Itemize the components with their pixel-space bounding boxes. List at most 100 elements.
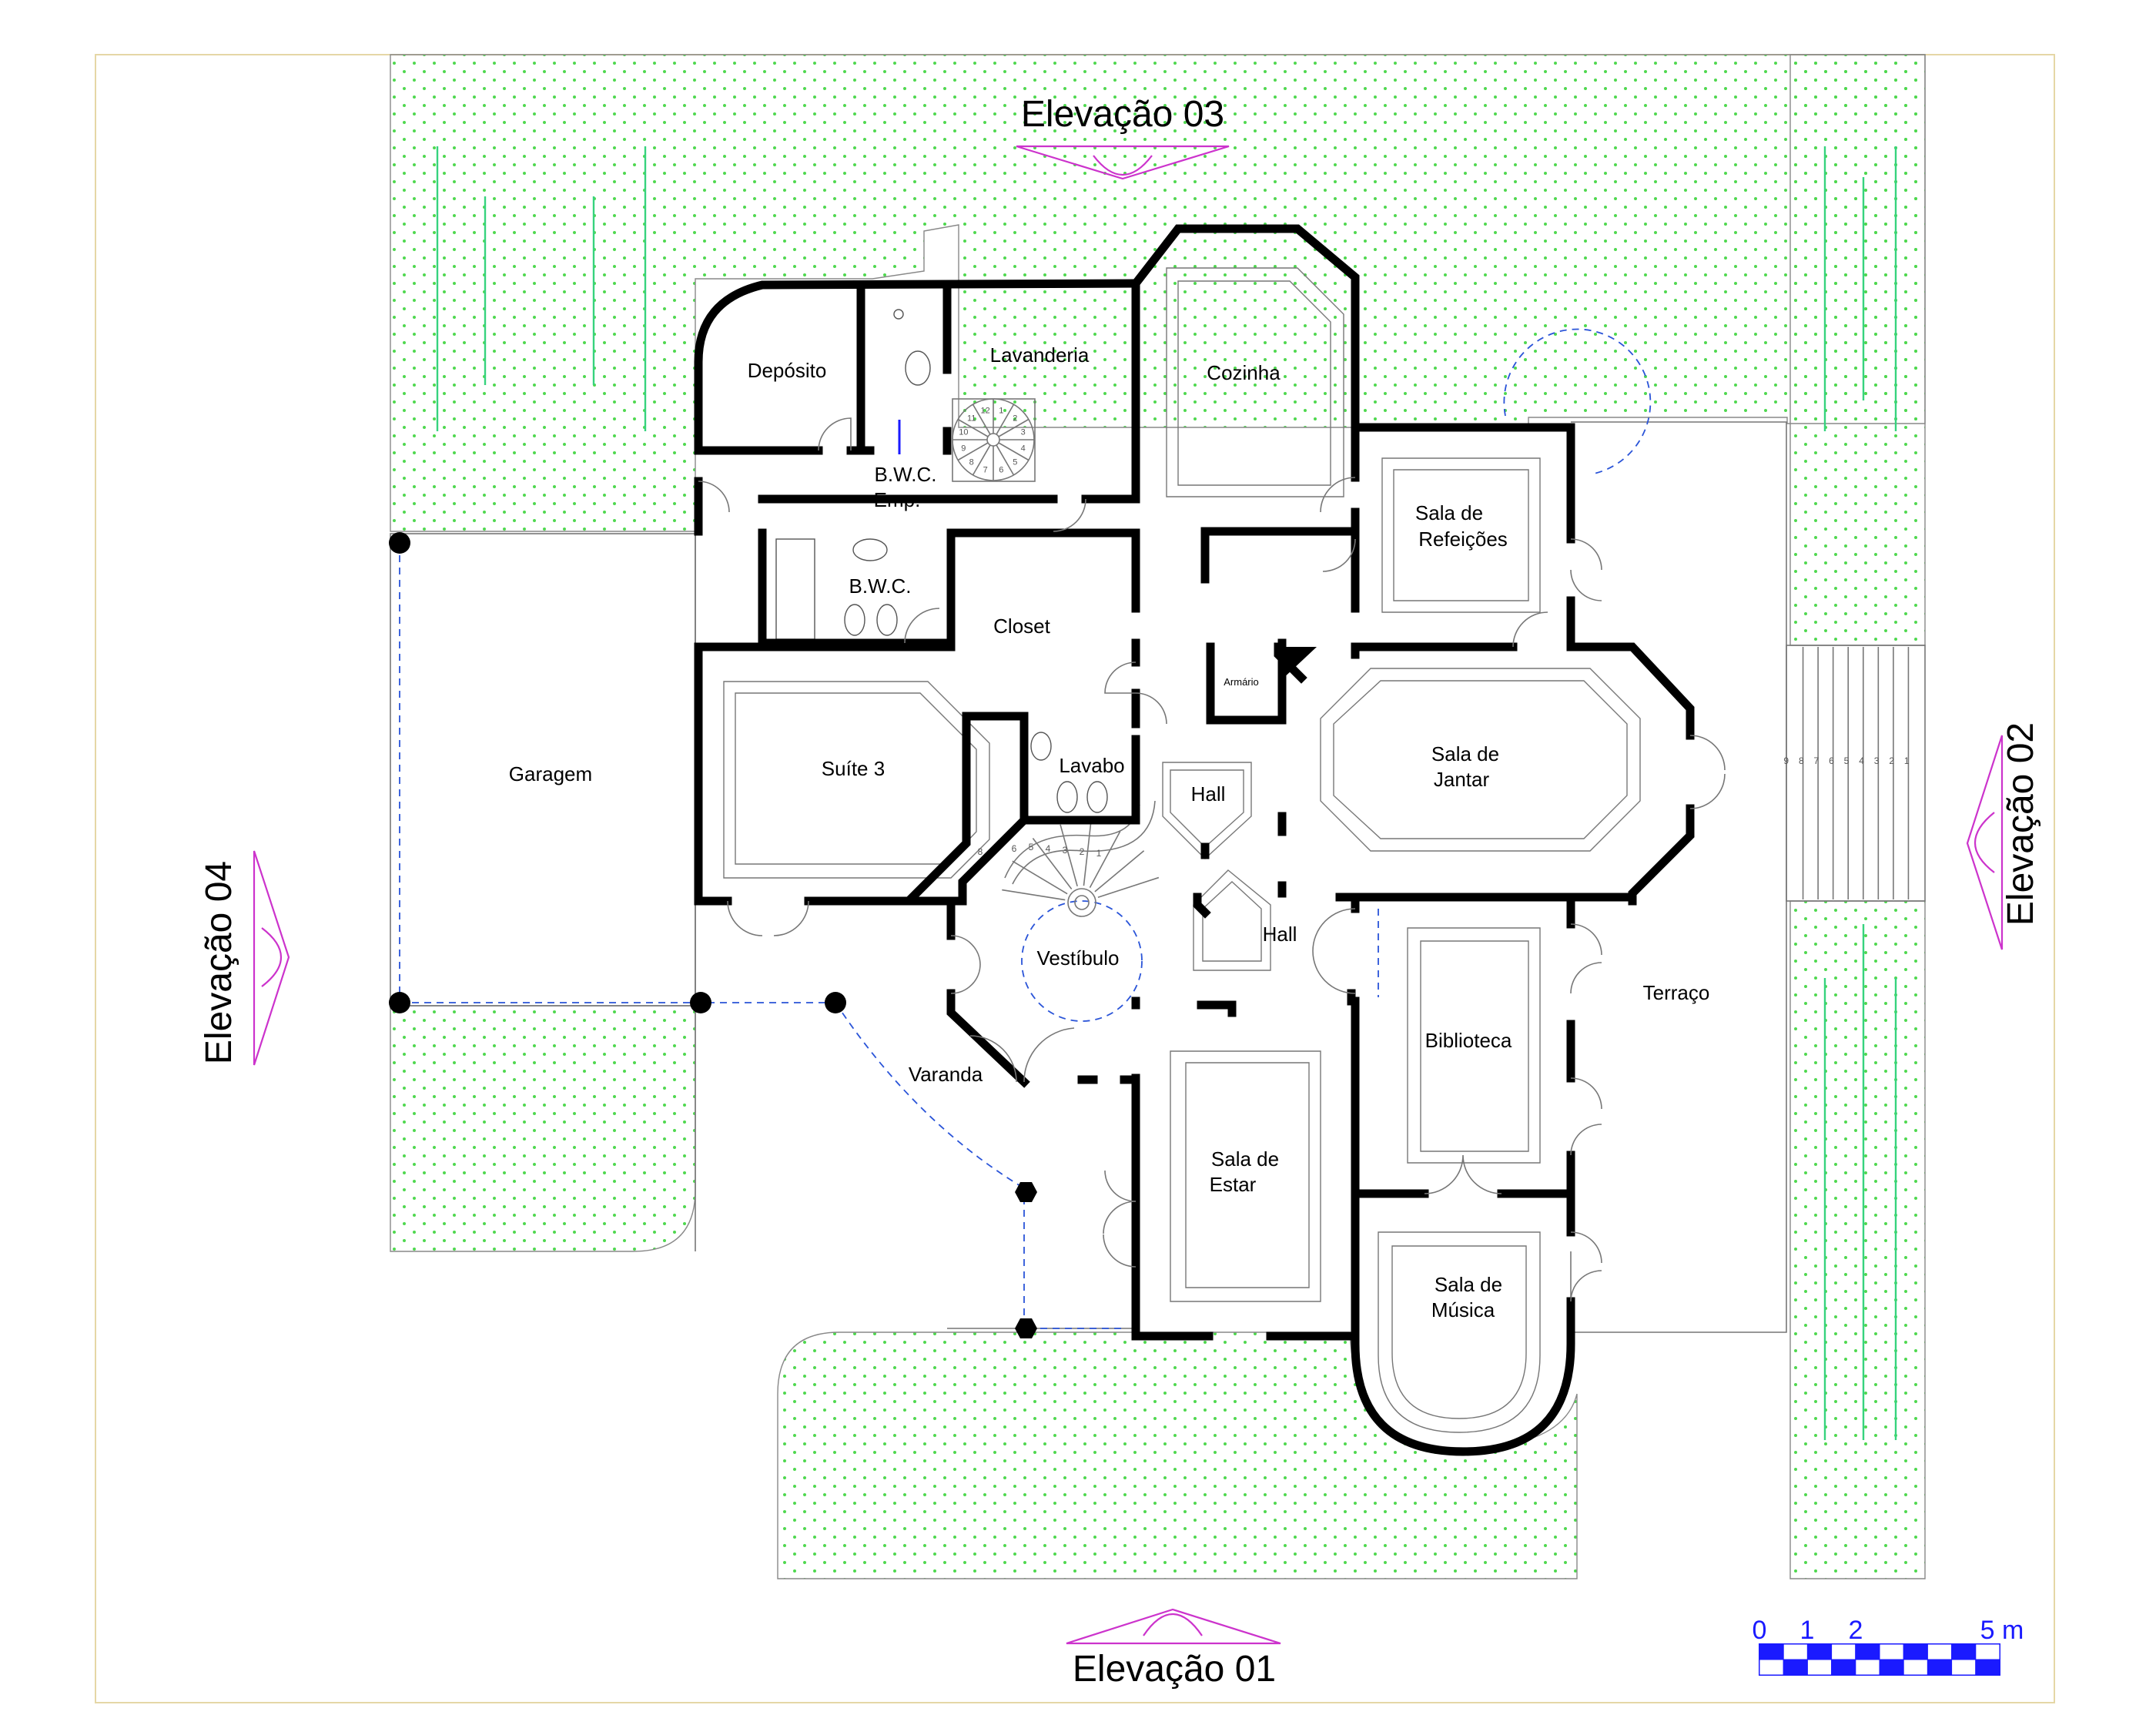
terrace-step-number: 3 bbox=[1874, 755, 1880, 766]
main-step-number: 1 bbox=[1096, 848, 1102, 859]
label-cozinha: Cozinha bbox=[1207, 361, 1281, 384]
main-step bbox=[1097, 876, 1160, 898]
label-terraco: Terraço bbox=[1643, 981, 1710, 1004]
label-bwc-emp-1: B.W.C. bbox=[875, 463, 937, 486]
terrace-step-number: 8 bbox=[1799, 755, 1804, 766]
spiral-step bbox=[998, 442, 1029, 461]
label-armario: Armário bbox=[1224, 676, 1259, 688]
main-step-number: 5 bbox=[1029, 842, 1034, 852]
scale-cell bbox=[1806, 1643, 1833, 1660]
label-bwc-emp-2: Emp. bbox=[874, 488, 921, 511]
spiral-step-number: 11 bbox=[967, 414, 976, 424]
scale-cell bbox=[1831, 1659, 1856, 1676]
label-sala-jantar-2: Jantar bbox=[1434, 768, 1490, 791]
spiral-step-number: 5 bbox=[1013, 457, 1017, 467]
spiral-step bbox=[998, 418, 1029, 437]
label-sala-musica-1: Sala de bbox=[1435, 1273, 1502, 1296]
terrace-step-number: 6 bbox=[1829, 755, 1834, 766]
spiral-step-number: 2 bbox=[1013, 414, 1017, 424]
label-bwc: B.W.C. bbox=[849, 574, 912, 598]
scale-cell bbox=[1759, 1659, 1784, 1676]
room-labels: Depósito Lavanderia Cozinha B.W.C. Emp. … bbox=[509, 343, 1710, 1321]
label-hall-2: Hall bbox=[1263, 923, 1297, 946]
spiral-step-number: 3 bbox=[1021, 428, 1026, 437]
main-step-number: 2 bbox=[1080, 846, 1085, 857]
label-sala-refeicoes-2: Refeições bbox=[1418, 528, 1508, 551]
label-vestibulo: Vestíbulo bbox=[1037, 946, 1120, 970]
scale-cell bbox=[1975, 1643, 2000, 1660]
scale-label-2: 2 bbox=[1849, 1616, 1863, 1645]
elevation-markers: Elevação 03 Elevação 01 Elevação 04 Elev… bbox=[199, 94, 2041, 1690]
scale-cell bbox=[1831, 1643, 1856, 1660]
columns bbox=[389, 532, 1317, 1338]
spiral-step bbox=[972, 444, 991, 476]
terrace-step-number: 4 bbox=[1859, 755, 1864, 766]
label-hall-1: Hall bbox=[1191, 782, 1226, 806]
scale-cell bbox=[1879, 1643, 1904, 1660]
main-step-number: 4 bbox=[1046, 843, 1051, 854]
label-garagem: Garagem bbox=[509, 762, 592, 785]
scale-cell bbox=[1783, 1659, 1808, 1676]
label-suite3: Suíte 3 bbox=[822, 757, 885, 780]
scale-cell bbox=[1806, 1659, 1833, 1676]
elevation-02-arrow bbox=[1966, 735, 2004, 950]
terrace-step-number: 9 bbox=[1783, 755, 1789, 766]
elevation-01-label: Elevação 01 bbox=[1073, 1649, 1276, 1690]
main-step-number: 6 bbox=[1012, 843, 1017, 854]
scale-cell bbox=[1855, 1659, 1880, 1676]
label-deposito: Depósito bbox=[748, 359, 827, 382]
scale-cell bbox=[1927, 1643, 1953, 1660]
main-step-number: 8 bbox=[978, 846, 983, 857]
spiral-step-number: 8 bbox=[969, 457, 974, 467]
scale-label-5m: 5 m bbox=[1980, 1616, 2024, 1645]
scale-cell bbox=[1903, 1659, 1928, 1676]
spiral-step bbox=[957, 442, 989, 461]
dashed-lines bbox=[399, 328, 1652, 1329]
label-sala-refeicoes-1: Sala de bbox=[1415, 501, 1483, 524]
scale-cell bbox=[1903, 1643, 1928, 1660]
main-step-number: 3 bbox=[1063, 845, 1068, 856]
terrace-step-number: 5 bbox=[1844, 755, 1850, 766]
scale-cell bbox=[1951, 1643, 1977, 1660]
room-mouldings bbox=[723, 267, 1641, 1433]
scale-label-0: 0 bbox=[1753, 1616, 1767, 1645]
spiral-step-number: 6 bbox=[999, 466, 1003, 475]
main-step bbox=[1002, 889, 1066, 901]
spiral-step-number: 1 bbox=[999, 406, 1003, 415]
scale-label-1: 1 bbox=[1800, 1616, 1815, 1645]
doors bbox=[698, 417, 1726, 1302]
label-sala-estar-1: Sala de bbox=[1211, 1147, 1279, 1171]
main-step bbox=[1094, 850, 1145, 893]
walls bbox=[694, 224, 1695, 1456]
spiral-step bbox=[957, 418, 989, 437]
label-lavabo: Lavabo bbox=[1059, 754, 1124, 777]
garden-trees bbox=[436, 146, 1897, 1440]
fixtures bbox=[775, 309, 1108, 813]
elevation-02-label: Elevação 02 bbox=[2000, 722, 2041, 926]
scale-cell bbox=[1879, 1659, 1904, 1676]
spiral-step bbox=[996, 444, 1015, 476]
main-step bbox=[1032, 837, 1073, 889]
scale-cell bbox=[1855, 1643, 1880, 1660]
label-lavanderia: Lavanderia bbox=[990, 343, 1090, 367]
spiral-step bbox=[972, 404, 991, 435]
terrace-step-number: 7 bbox=[1814, 755, 1820, 766]
gardens bbox=[390, 54, 1926, 1579]
spiral-step bbox=[996, 404, 1015, 435]
elevation-03-arrow bbox=[1016, 145, 1230, 180]
spiral-step-number: 12 bbox=[981, 406, 990, 415]
scale-cell bbox=[1783, 1643, 1808, 1660]
label-biblioteca: Biblioteca bbox=[1425, 1029, 1512, 1052]
spiral-step-number: 4 bbox=[1021, 444, 1026, 453]
spiral-step-number: 7 bbox=[983, 466, 988, 475]
main-step bbox=[1060, 824, 1078, 887]
terrace-step-number: 2 bbox=[1889, 755, 1894, 766]
scale-cell bbox=[1927, 1659, 1953, 1676]
scale-cell bbox=[1759, 1643, 1784, 1660]
label-sala-estar-2: Estar bbox=[1210, 1173, 1257, 1196]
scale-cell bbox=[1975, 1659, 2000, 1676]
elevation-03-label: Elevação 03 bbox=[1021, 94, 1224, 135]
